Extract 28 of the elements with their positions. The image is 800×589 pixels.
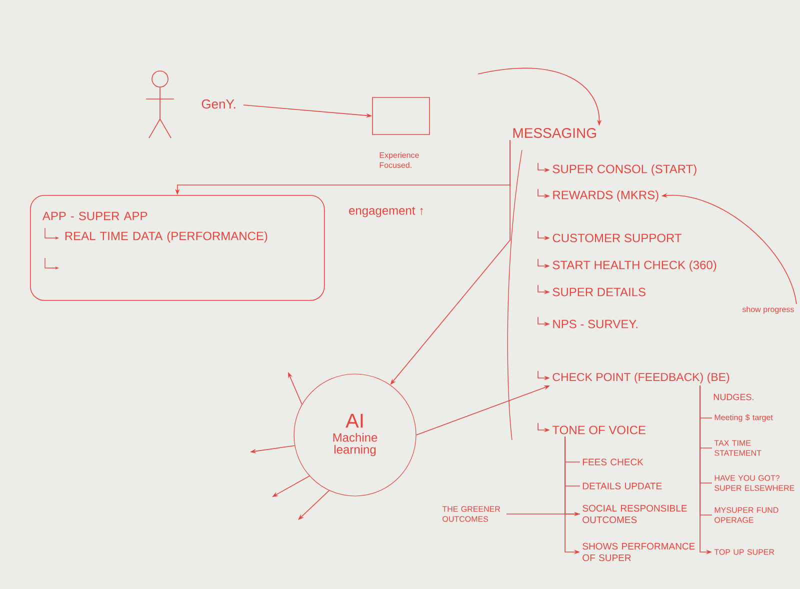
list-item: TONE OF VOICE: [552, 426, 646, 434]
stick-figure-drawing: [146, 70, 174, 138]
list-item: TOP UP SUPER: [714, 549, 774, 555]
list-item: NPS - SURVEY.: [553, 320, 638, 328]
list-item: FEES CHECK: [583, 458, 644, 466]
list-item: show progress: [742, 306, 794, 314]
heading: MESSAGING: [513, 128, 596, 138]
list-item: TAX TIME STATEMENT: [714, 440, 762, 456]
sketch-box: [372, 97, 430, 135]
list-item: SUPER CONSOL (START): [552, 164, 696, 176]
list-item: CHECK POINT (FEEDBACK) (BE): [552, 372, 730, 384]
node-label: GenY.: [202, 99, 236, 109]
note: engagement ↑: [349, 206, 423, 218]
list-item: MYSUPER FUND OPERAGE: [714, 507, 778, 523]
list-item: SHOWS PERFORMANCE OF SUPER: [582, 542, 695, 562]
rounded-box: APP - SUPER APP REAL TIME DATA (PERFORMANCE): [30, 195, 325, 301]
arrow: [298, 490, 330, 520]
list-item: REWARDS (MKRS): [553, 190, 658, 202]
list-item: Meeting $ target: [714, 414, 773, 422]
list-item: HAVE YOU GOT? SUPER ELSEWHERE: [714, 475, 794, 491]
list-item: SUPER DETAILS: [552, 288, 646, 296]
list-item: START HEALTH CHECK (360): [552, 260, 716, 272]
list-item: THE GREENER OUTCOMES: [442, 506, 500, 522]
node-label: Experience Focused.: [380, 152, 419, 168]
list-item: SOCIAL RESPONSIBLE OUTCOMES: [582, 504, 687, 524]
node-label: NUDGES.: [714, 394, 754, 400]
list-item: CUSTOMER SUPPORT: [552, 234, 682, 242]
list-item: DETAILS UPDATE: [583, 482, 662, 490]
